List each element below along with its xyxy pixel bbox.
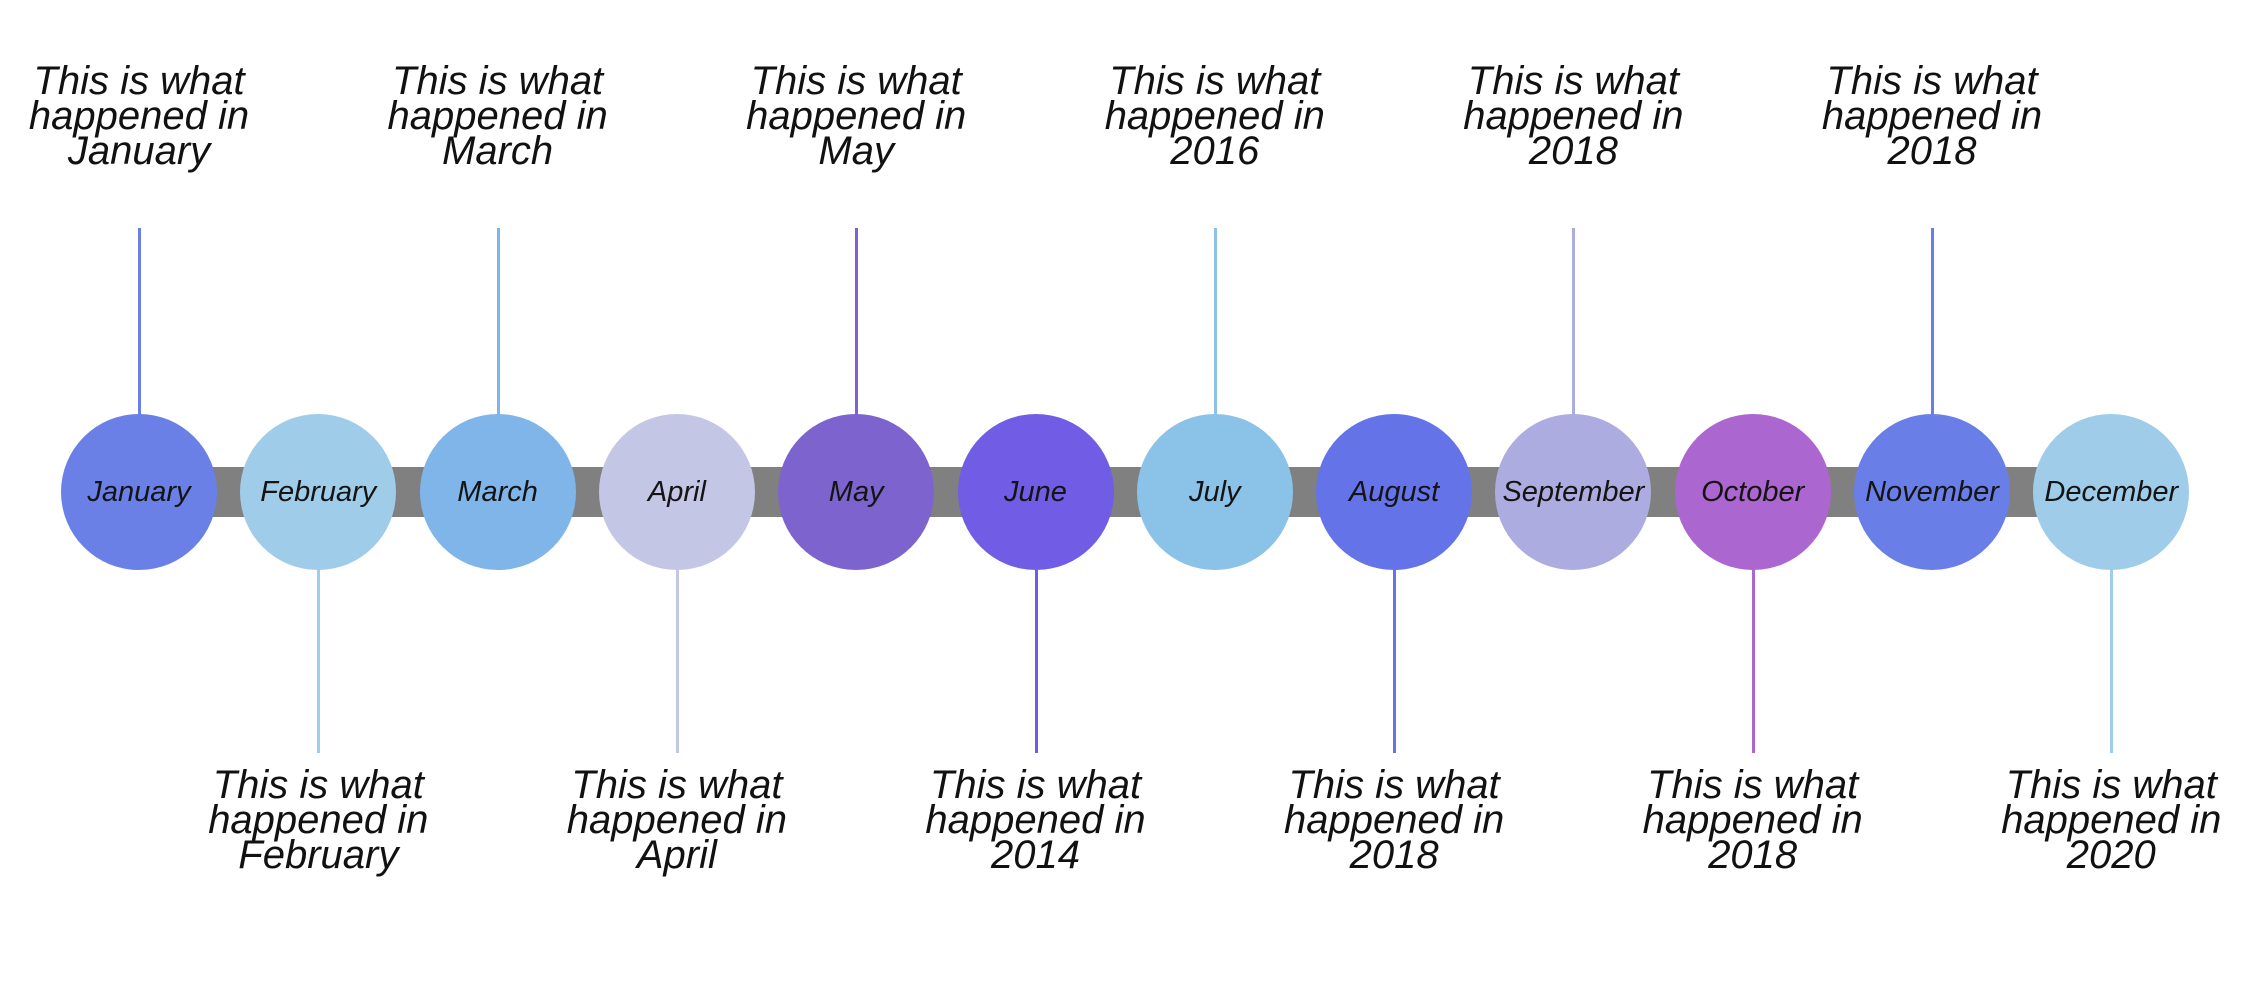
event-caption: This is what happened in 2018 (1821, 59, 2043, 173)
month-circle: February (240, 414, 397, 570)
month-label: August (1348, 475, 1440, 508)
connector-line (675, 569, 679, 753)
month-circle: June (957, 414, 1114, 570)
month-label: December (2044, 475, 2179, 508)
event-caption: This is what happened in 2018 (1642, 763, 1863, 877)
month-label: January (87, 475, 191, 508)
month-circle: September (1495, 414, 1652, 570)
month-label: March (457, 475, 538, 508)
month-label: June (1004, 475, 1067, 508)
event-caption: This is what happened in 2018 (1463, 59, 1684, 173)
connector-line (138, 228, 141, 415)
month-circle: August (1316, 414, 1473, 570)
event-caption: This is what happened in April (566, 763, 787, 877)
connector-line (855, 228, 859, 415)
month-label: September (1502, 475, 1645, 508)
connector-line (2110, 569, 2114, 753)
event-caption: This is what happened in 2020 (2001, 763, 2222, 877)
event-caption: This is what happened in February (208, 763, 429, 877)
month-circle: December (2033, 414, 2190, 570)
month-circle: July (1136, 414, 1293, 570)
month-circle: April (598, 414, 755, 570)
month-label: November (1865, 475, 1999, 508)
event-caption: This is what happened in 2016 (1104, 59, 1325, 173)
connector-line (1751, 569, 1755, 753)
connector-line (317, 569, 321, 753)
month-circle: January (61, 414, 217, 570)
month-circle: March (419, 414, 576, 570)
connector-line (1213, 228, 1217, 415)
month-circle: October (1674, 414, 1831, 570)
connector-line (1034, 569, 1038, 753)
event-caption: This is what happened in 2014 (925, 763, 1146, 877)
connector-line (496, 228, 500, 415)
month-label: April (647, 475, 706, 508)
event-caption: This is what happened in May (746, 59, 967, 173)
event-caption: This is what happened in March (387, 59, 608, 173)
month-label: May (828, 475, 884, 508)
event-caption: This is what happened in January (28, 59, 250, 173)
month-circle: November (1854, 414, 2010, 570)
month-circle: May (778, 414, 935, 570)
event-caption: This is what happened in 2018 (1283, 763, 1505, 877)
connector-line (1393, 569, 1397, 753)
month-label: October (1701, 475, 1805, 508)
month-label: February (260, 475, 377, 508)
month-label: July (1189, 475, 1241, 508)
connector-line (1931, 228, 1934, 415)
connector-line (1572, 228, 1576, 415)
